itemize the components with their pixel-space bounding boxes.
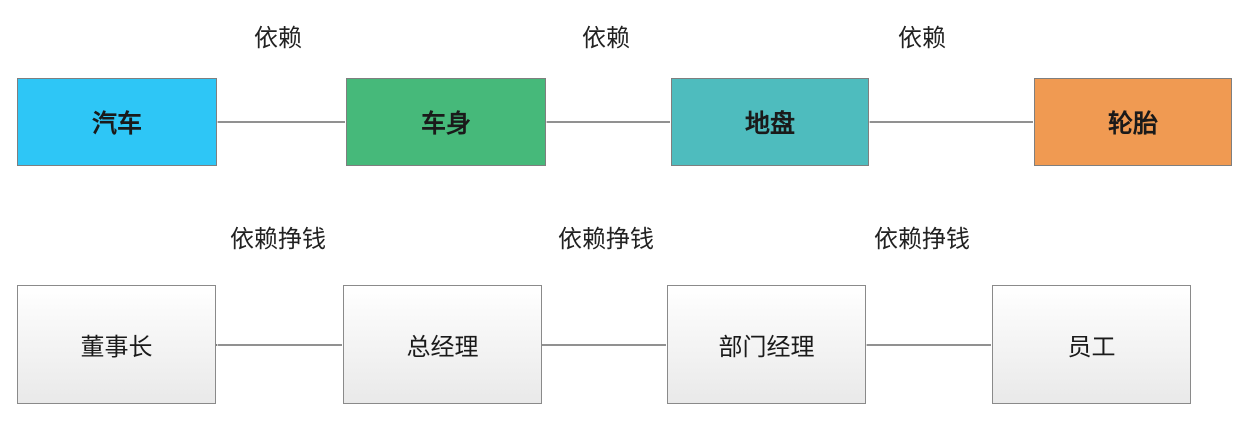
- edge-label-chassis-body: 依赖: [582, 24, 630, 52]
- node-label: 总经理: [406, 333, 479, 361]
- node-label: 轮胎: [1107, 109, 1158, 138]
- edge-label-tire-chassis: 依赖: [898, 24, 946, 52]
- edge-label-dm-gm: 依赖挣钱: [558, 225, 654, 253]
- node-label: 部门经理: [718, 333, 815, 361]
- node-department-manager: 部门经理: [667, 285, 866, 404]
- edge-label-employee-dm: 依赖挣钱: [874, 225, 970, 253]
- node-tire: 轮胎: [1034, 78, 1232, 166]
- node-car-body: 车身: [346, 78, 546, 166]
- node-label: 董事长: [80, 333, 153, 361]
- node-chassis: 地盘: [671, 78, 869, 166]
- node-car: 汽车: [17, 78, 217, 166]
- node-general-manager: 总经理: [343, 285, 542, 404]
- node-chairman: 董事长: [17, 285, 216, 404]
- node-label: 车身: [420, 109, 471, 138]
- node-label: 地盘: [744, 109, 795, 138]
- edge-label-gm-chairman: 依赖挣钱: [230, 225, 326, 253]
- node-label: 员工: [1067, 333, 1116, 361]
- edge-label-body-car: 依赖: [254, 24, 302, 52]
- node-employee: 员工: [992, 285, 1191, 404]
- node-label: 汽车: [91, 109, 142, 138]
